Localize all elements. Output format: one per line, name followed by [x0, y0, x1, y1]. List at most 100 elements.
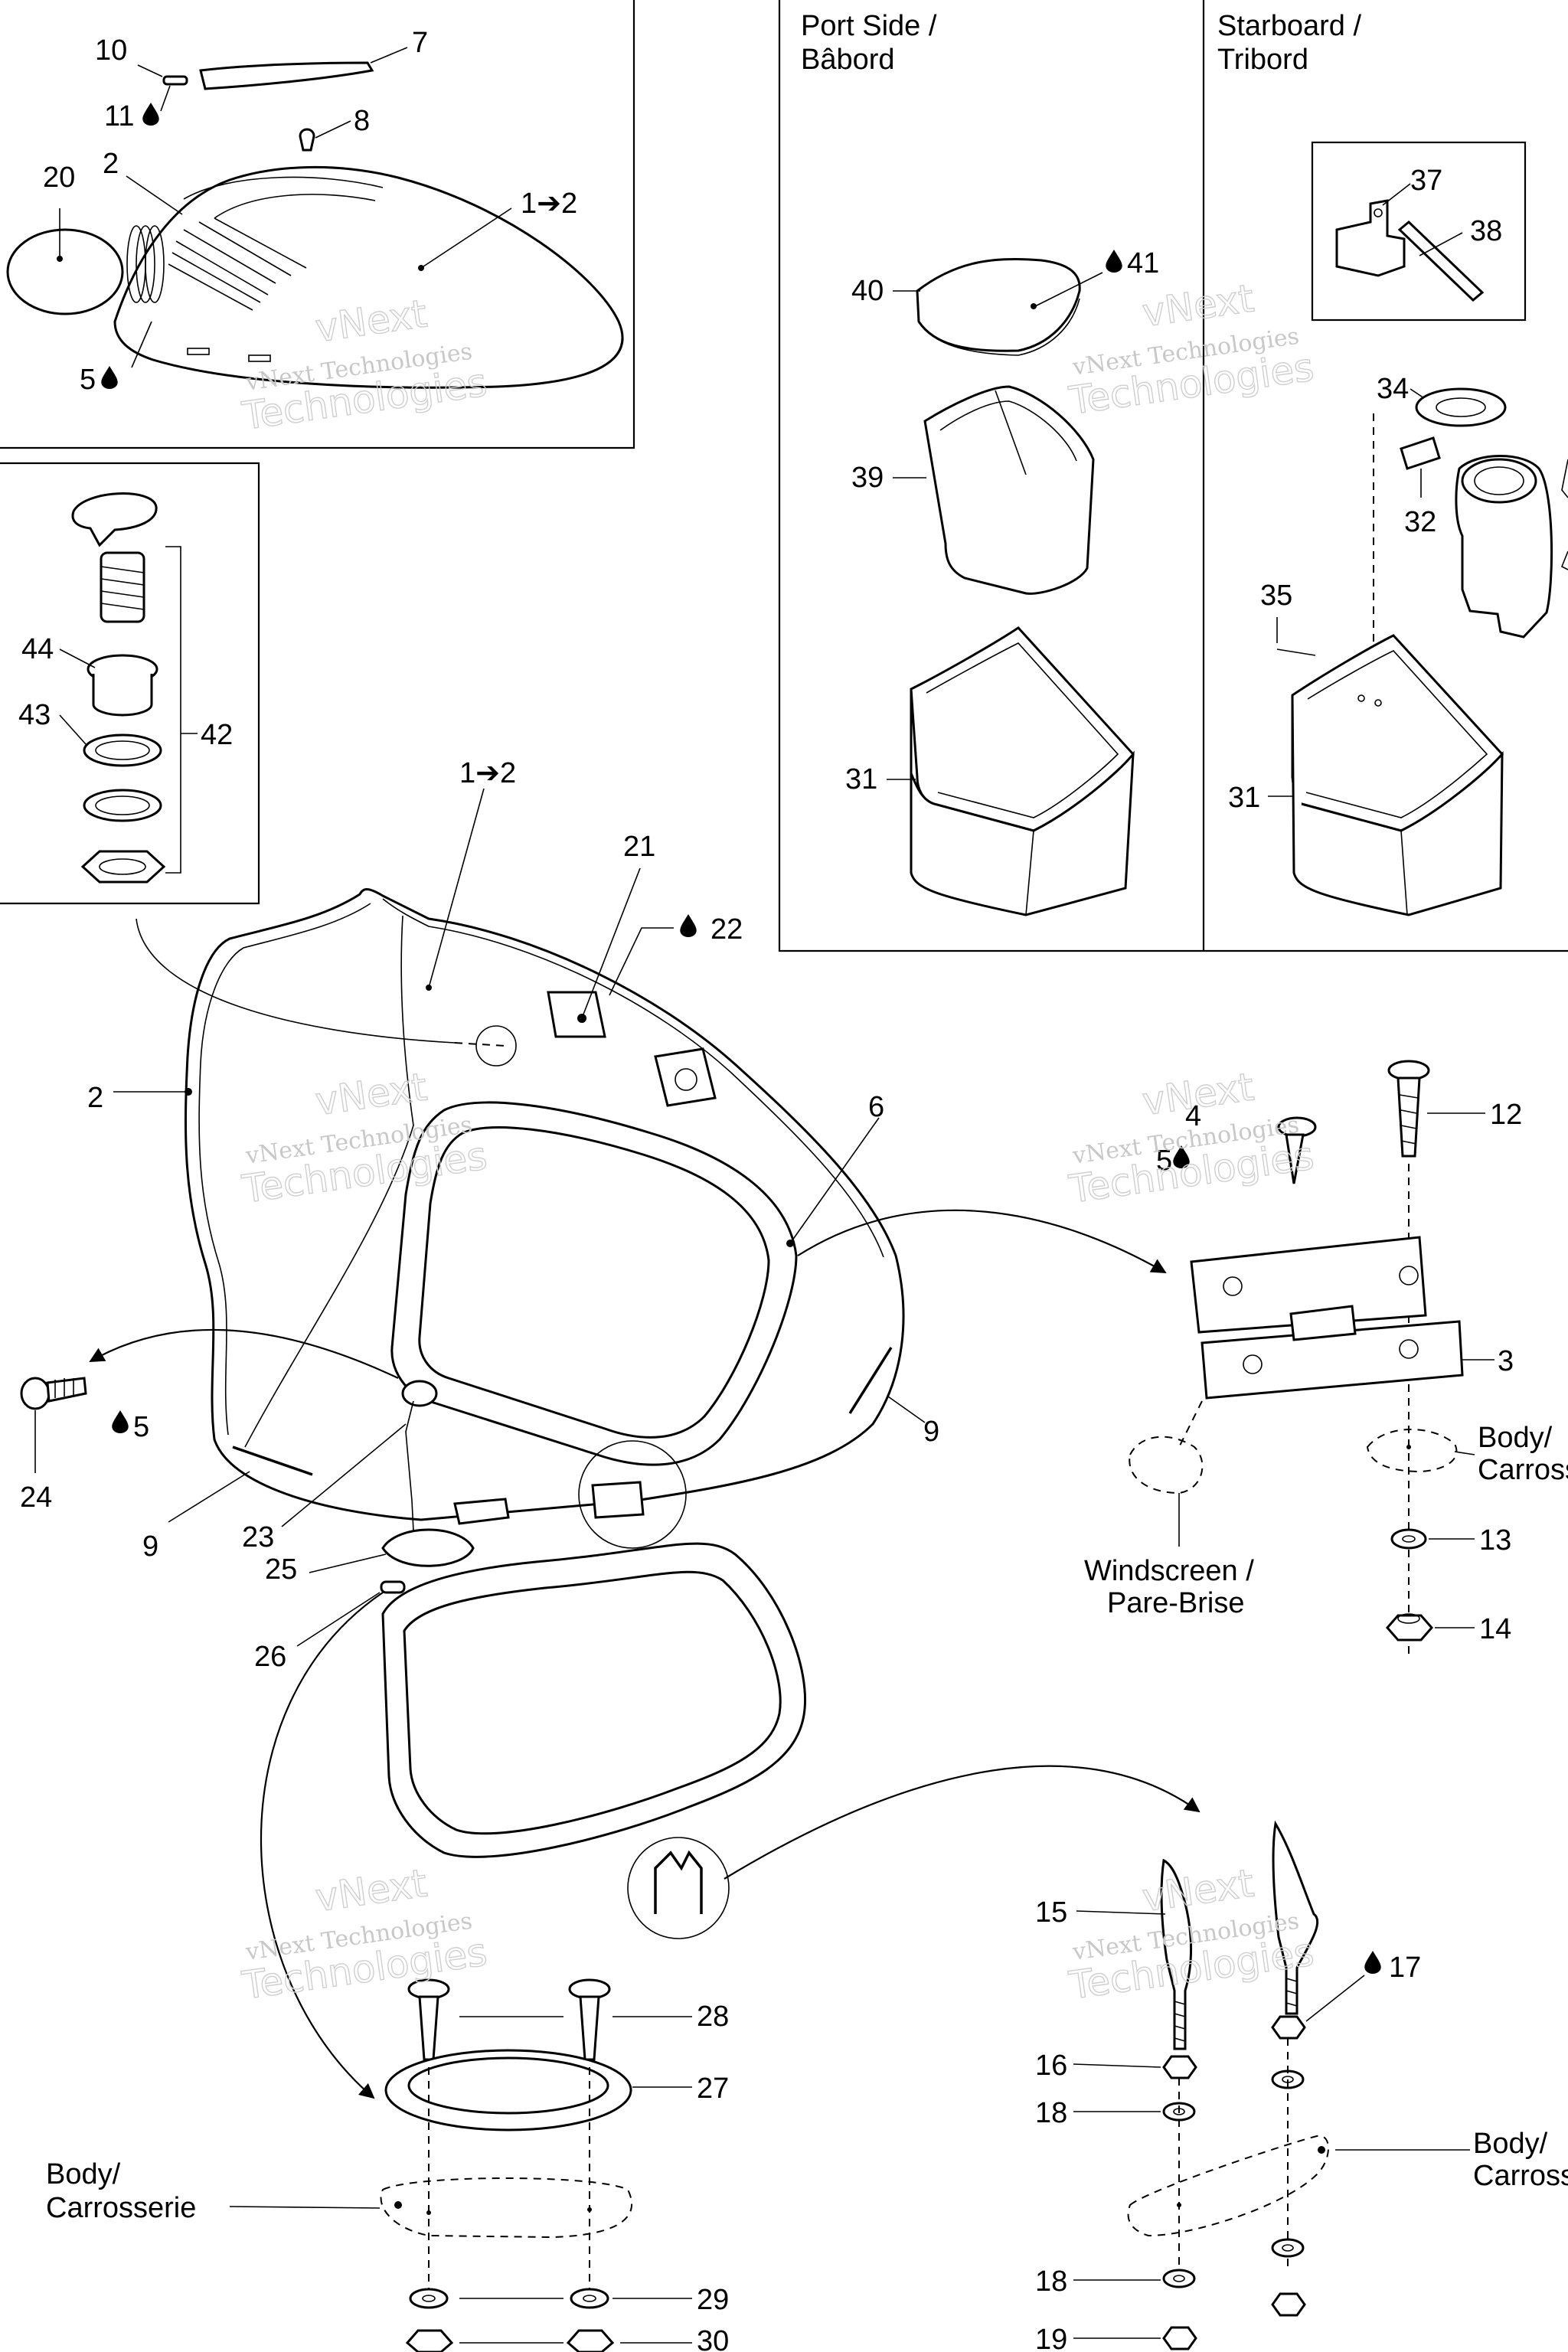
label-15: 15: [1035, 1896, 1067, 1929]
label-4: 4: [1185, 1100, 1201, 1132]
label-34: 34: [1377, 373, 1409, 405]
label-5-top: 5: [80, 364, 96, 396]
label-37: 37: [1410, 165, 1442, 197]
arrow-icon: [797, 1209, 1167, 1273]
part-26-pin: [380, 1580, 406, 1594]
label-body-right-1-line1: Body/: [1478, 1422, 1553, 1454]
label-body-right-2-line2: Carross: [1473, 2160, 1568, 2192]
label-44: 44: [21, 633, 54, 665]
port-side-parts: [887, 257, 1135, 916]
label-21: 21: [623, 831, 655, 863]
part-10-pin: [162, 75, 188, 86]
hinge-right: [591, 1481, 645, 1519]
label-body-left-line2: Carrosserie: [46, 2192, 196, 2224]
label-31-starboard: 31: [1228, 782, 1260, 814]
hex-nut: [80, 850, 166, 884]
part-5-bellows: [126, 225, 165, 303]
svg-text:vNext: vNext: [1139, 276, 1256, 335]
part-42-threaded: [100, 551, 145, 623]
arrow-icon: [724, 1765, 1200, 1880]
part-37-fitting: [1335, 199, 1406, 277]
label-10: 10: [95, 34, 127, 67]
label-14: 14: [1479, 1613, 1511, 1645]
label-20: 20: [43, 162, 75, 194]
label-9-right: 9: [923, 1416, 939, 1448]
label-2-main: 2: [87, 1082, 103, 1114]
drain-assembly: [59, 492, 198, 884]
label-41: 41: [1127, 247, 1159, 279]
label-26: 26: [254, 1641, 286, 1673]
label-43: 43: [18, 699, 51, 731]
label-1-2-top: 1➔2: [521, 188, 577, 220]
hinge-left: [453, 1498, 510, 1525]
label-16: 16: [1035, 2050, 1067, 2082]
label-5-left: 5: [133, 1411, 149, 1443]
label-42: 42: [201, 719, 233, 751]
label-body-left-line1: Body/: [46, 2158, 121, 2190]
panel-frames: [0, 0, 1568, 952]
svg-text:vNext: vNext: [1139, 1860, 1256, 1920]
part-7-strip: [199, 61, 374, 90]
part-3-hinge-bottom: [1200, 1320, 1464, 1400]
label-38: 38: [1470, 215, 1502, 247]
part-44-sleeve: [92, 674, 153, 717]
clip-callout: [627, 1837, 730, 1939]
label-25: 25: [265, 1553, 297, 1586]
part-8-knob: [299, 128, 315, 152]
hinge-callout: [578, 1440, 687, 1549]
main-body: [136, 888, 905, 1939]
drop-icon: [142, 103, 159, 126]
housing: [1455, 455, 1553, 639]
drop-icon: [112, 1410, 129, 1433]
label-body-right-2-line1: Body/: [1473, 2128, 1548, 2160]
part-23-knob: [401, 1380, 438, 1407]
part-40-lid: [916, 257, 1081, 352]
part-42-threads: [100, 566, 145, 610]
part-25-plate: [381, 1528, 475, 1567]
label-18-a: 18: [1035, 2097, 1067, 2129]
cover-tab-2: [248, 354, 271, 362]
part-20-boot: [6, 228, 124, 315]
part-43-ring-outer: [83, 733, 162, 767]
label-29: 29: [697, 2284, 729, 2316]
bracket-42: [165, 546, 181, 874]
label-9-left: 9: [142, 1530, 158, 1563]
drop-icon: [680, 914, 697, 937]
label-7: 7: [412, 27, 428, 59]
cover-body: [113, 165, 624, 389]
drop-icon: [101, 366, 118, 389]
label-17: 17: [1389, 1952, 1421, 1984]
inset-37-38: [1311, 141, 1527, 322]
label-28: 28: [697, 2001, 729, 2033]
cover-hatching: [168, 217, 307, 311]
screw-24: [20, 1377, 87, 1473]
label-18-b: 18: [1035, 2265, 1067, 2298]
lid-mount: [229, 1978, 692, 2352]
svg-text:vNext: vNext: [312, 1860, 430, 1920]
label-8: 8: [354, 105, 370, 137]
cover-tab-1: [187, 348, 210, 355]
label-31-port: 31: [845, 763, 877, 795]
label-1-2-main: 1➔2: [459, 757, 516, 789]
label-39: 39: [851, 462, 884, 494]
label-11: 11: [104, 100, 134, 132]
part-32-plate: [1400, 436, 1441, 470]
label-13: 13: [1479, 1524, 1511, 1557]
starboard-header-line2: Tribord: [1217, 44, 1308, 76]
label-27: 27: [697, 2073, 729, 2105]
top-cover-group: [6, 47, 624, 389]
port-side-header-line1: Port Side /: [801, 10, 937, 42]
arrow-icon: [260, 1592, 384, 2099]
label-windscreen-line2: Pare-Brise: [1107, 1587, 1245, 1619]
drop-icon: [1106, 250, 1122, 273]
hinge-assembly: [1129, 1060, 1494, 1654]
label-35: 35: [1260, 580, 1292, 612]
ring-inner: [95, 795, 150, 815]
part-39-cup: [923, 385, 1095, 595]
part-43-ring-inner: [95, 740, 150, 760]
part-42-cap: [71, 492, 158, 547]
label-5-hinge: 5: [1156, 1145, 1172, 1177]
part-9-strip-right: [848, 1347, 893, 1414]
part-34-cap: [1415, 387, 1507, 427]
